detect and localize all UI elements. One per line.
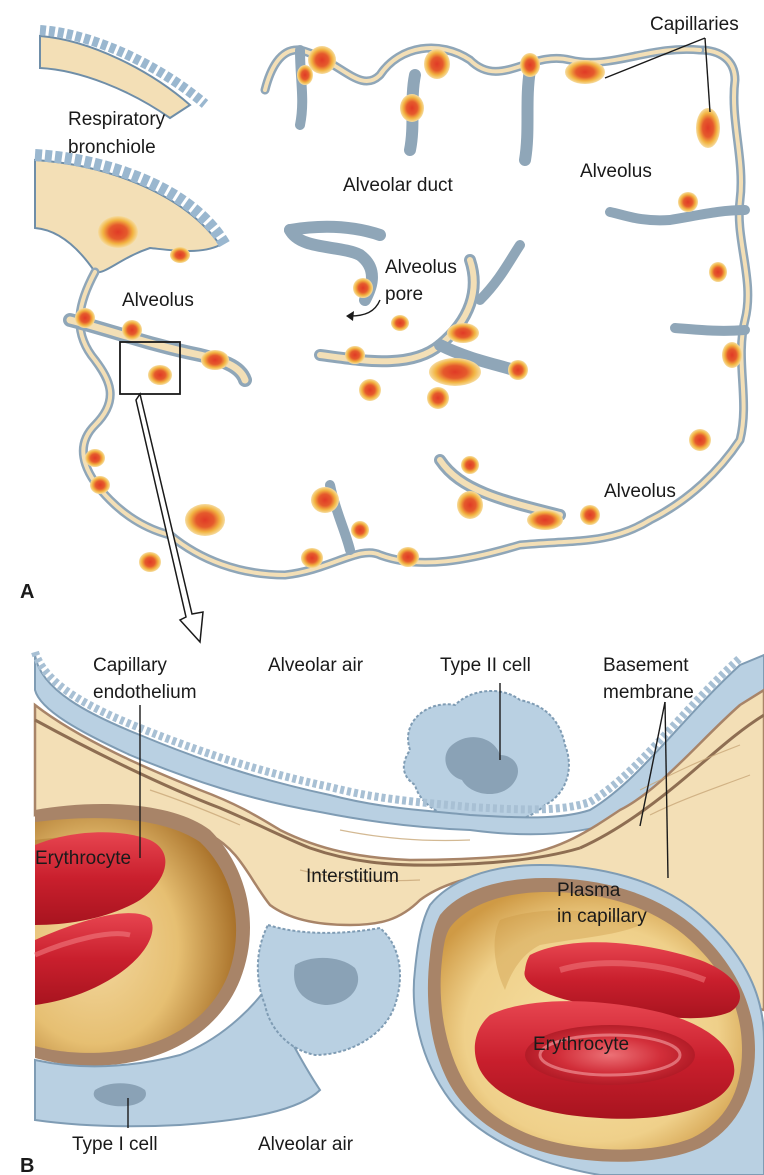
capillary bbox=[580, 505, 600, 525]
alveolus-pore-arrowhead bbox=[346, 311, 354, 321]
alveolus-pore-label: pore bbox=[385, 284, 423, 305]
respiratory-bronchiole-label: Respiratory bbox=[68, 109, 166, 130]
capillary bbox=[508, 360, 528, 380]
capillary bbox=[696, 108, 720, 148]
panel-a-letter: A bbox=[20, 581, 34, 603]
alveolus-label: Alveolus bbox=[604, 481, 676, 502]
capillary bbox=[185, 504, 225, 536]
capillary bbox=[527, 510, 563, 530]
capillary bbox=[429, 358, 481, 386]
capillary bbox=[359, 379, 381, 401]
alveolar-air-label: Alveolar air bbox=[268, 655, 364, 676]
capillary bbox=[678, 192, 698, 212]
panel-a: Capillaries Respiratory bronchiole Alveo… bbox=[20, 14, 748, 642]
capillary bbox=[311, 487, 339, 513]
capillary bbox=[709, 262, 727, 282]
capillary bbox=[400, 94, 424, 122]
capillary bbox=[148, 365, 172, 385]
capillary bbox=[170, 247, 190, 263]
capillary bbox=[75, 308, 95, 328]
capillary bbox=[85, 449, 105, 467]
erythrocyte-label: Erythrocyte bbox=[533, 1034, 629, 1055]
capillary bbox=[391, 315, 409, 331]
basement-membrane-label: membrane bbox=[603, 682, 694, 703]
capillary bbox=[90, 476, 110, 494]
capillary-endothelium-label: endothelium bbox=[93, 682, 197, 703]
capillary bbox=[565, 60, 605, 84]
type-i-cell-label: Type I cell bbox=[72, 1134, 158, 1155]
capillary bbox=[447, 323, 479, 343]
panel-b-letter: B bbox=[20, 1155, 34, 1175]
capillary bbox=[353, 278, 373, 298]
capillary bbox=[427, 387, 449, 409]
capillary bbox=[424, 49, 450, 79]
capillary bbox=[461, 456, 479, 474]
alveolar-air-label: Alveolar air bbox=[258, 1134, 354, 1155]
capillary bbox=[122, 320, 142, 340]
capillary bbox=[397, 547, 419, 567]
capillary bbox=[297, 65, 313, 85]
capillary bbox=[301, 548, 323, 568]
erythrocyte-label: Erythrocyte bbox=[35, 848, 131, 869]
capillaries-label: Capillaries bbox=[650, 14, 739, 35]
interstitium-label: Interstitium bbox=[306, 866, 399, 887]
capillary-endothelium-label: Capillary bbox=[93, 655, 167, 676]
alveolar-duct-label: Alveolar duct bbox=[343, 175, 454, 196]
capillary bbox=[722, 342, 742, 368]
plasma-label: in capillary bbox=[557, 906, 647, 927]
alveolus-label: Alveolus bbox=[122, 290, 194, 311]
capillary bbox=[308, 46, 336, 74]
respiratory-bronchiole-label: bronchiole bbox=[68, 137, 156, 158]
capillary bbox=[457, 491, 483, 519]
type-ii-cell-label: Type II cell bbox=[440, 655, 531, 676]
capillary bbox=[689, 429, 711, 451]
plasma-label: Plasma bbox=[557, 880, 621, 901]
basement-membrane-label: Basement bbox=[603, 655, 689, 676]
panel-b: Capillary endothelium Alveolar air Type … bbox=[20, 652, 764, 1175]
capillary bbox=[201, 350, 229, 370]
capillary bbox=[351, 521, 369, 539]
alveolus-label: Alveolus bbox=[580, 161, 652, 182]
capillary bbox=[98, 216, 138, 248]
capillary bbox=[520, 53, 540, 77]
capillary bbox=[139, 552, 161, 572]
alveolus-pore-label: Alveolus bbox=[385, 257, 457, 278]
capillary bbox=[345, 346, 365, 364]
